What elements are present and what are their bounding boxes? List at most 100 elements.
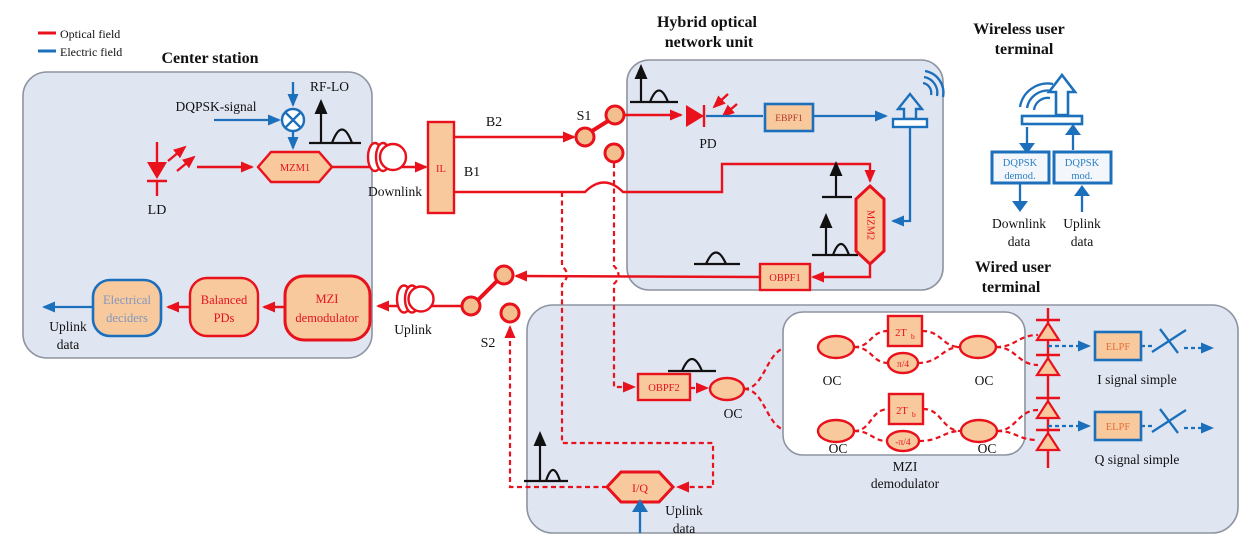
spectrum-icon-mzm2-modulated bbox=[812, 213, 858, 257]
wired-mzi-label-2: demodulator bbox=[871, 476, 940, 491]
mixer-icon bbox=[280, 107, 306, 133]
b1-label: B1 bbox=[464, 165, 480, 180]
b2-label: B2 bbox=[486, 115, 502, 130]
branch2-merge-lower bbox=[918, 429, 962, 443]
dqpsk-demod-label-1: DQPSK bbox=[1003, 158, 1038, 169]
downlink-fiber-coil-icon bbox=[366, 141, 408, 173]
dqpsk-mod-label-2: mod. bbox=[1071, 171, 1092, 182]
iq-to-s2-dashed bbox=[504, 325, 607, 489]
spectrum-icon-center bbox=[309, 99, 361, 145]
sampler-icon-q bbox=[1151, 408, 1187, 434]
s1-label: S1 bbox=[577, 109, 592, 124]
delay-label-2: 2T bbox=[896, 406, 908, 417]
delay-box-2 bbox=[887, 392, 925, 426]
elpf-box-2 bbox=[1093, 410, 1143, 442]
obpf1-to-s2-line bbox=[514, 270, 761, 282]
elpf-box-1 bbox=[1093, 330, 1143, 362]
s1-wired-contact bbox=[603, 142, 625, 164]
b1-tap-to-iq-dashed bbox=[560, 192, 715, 493]
s2-wired-contact bbox=[499, 302, 521, 324]
oc-label: OC bbox=[829, 441, 848, 456]
interleaver-box bbox=[426, 120, 456, 215]
wired-title-2: terminal bbox=[982, 279, 1041, 296]
wired-title-1: Wired user bbox=[975, 259, 1051, 276]
wired-terminal: Wired user terminal OBPF2 OC OC 2T b π/4… bbox=[524, 259, 1214, 536]
wireless-downlink-data-label-2: data bbox=[1008, 234, 1031, 249]
center-station: Center station DQPSK-signal RF-LO LD bbox=[42, 50, 372, 352]
branch1-merge-lower bbox=[917, 345, 961, 365]
wired-uplink-data-label-1: Uplink bbox=[665, 503, 703, 518]
dqpsk-demod-box bbox=[990, 150, 1051, 185]
pd3-icon bbox=[1034, 396, 1062, 420]
switch-s2: S2 bbox=[460, 264, 521, 351]
spectrum-icon-obpf2 bbox=[668, 357, 716, 373]
mzm2-to-obpf1-line bbox=[811, 264, 872, 283]
phase-plus-label: π/4 bbox=[897, 360, 909, 370]
mzi-demodulator-label-1: MZI bbox=[316, 292, 339, 306]
phase-minus-label: -π/4 bbox=[895, 438, 911, 448]
downlink-link: Downlink IL B2 B1 bbox=[332, 115, 876, 215]
legend-electric-label: Electric field bbox=[60, 45, 122, 59]
mzi-demodulator-box bbox=[283, 274, 372, 342]
balanced-pds-label-1: Balanced bbox=[201, 293, 248, 307]
spectrum-icon-obpf1 bbox=[694, 251, 740, 266]
sampler-icon-i bbox=[1151, 328, 1187, 354]
oc4 bbox=[959, 418, 999, 444]
spectrum-icon-onu-input bbox=[630, 64, 678, 104]
pd2-icon bbox=[1034, 353, 1062, 377]
oc-label: OC bbox=[724, 406, 743, 421]
electrical-deciders-label-1: Electrical bbox=[103, 293, 151, 307]
mzi-demodulator-label-2: demodulator bbox=[295, 311, 359, 325]
oc-label: OC bbox=[975, 373, 994, 388]
uplink-label: Uplink bbox=[394, 322, 432, 337]
oc1 bbox=[816, 334, 856, 360]
iq-label: I/Q bbox=[632, 481, 648, 495]
uplink-link: Uplink S2 bbox=[376, 264, 521, 351]
dqpsk-mod-box bbox=[1052, 150, 1113, 185]
dqpsk-mod-label-1: DQPSK bbox=[1065, 158, 1100, 169]
delay-sub-1: b bbox=[911, 332, 915, 341]
branch2-lower bbox=[853, 429, 888, 443]
wireless-uplink-data-label-1: Uplink bbox=[1063, 216, 1101, 231]
oc2-to-pd2 bbox=[995, 345, 1039, 367]
obpf1-label: OBPF1 bbox=[769, 273, 801, 284]
legend-optical-label: Optical field bbox=[60, 27, 120, 41]
s2-label: S2 bbox=[481, 336, 496, 351]
onu-panel bbox=[626, 59, 944, 291]
s1-arm bbox=[590, 119, 610, 133]
oc-label: OC bbox=[823, 373, 842, 388]
antenna-to-demod-arrow bbox=[1019, 127, 1035, 154]
laser-diode-icon bbox=[147, 142, 196, 196]
ebpf1-label: EBPF1 bbox=[775, 114, 803, 124]
mzm1-label: MZM1 bbox=[280, 163, 310, 174]
spectrum-icon-iq bbox=[524, 431, 568, 483]
ebpf1-box bbox=[763, 102, 815, 133]
onu-title-1: Hybrid optical bbox=[657, 14, 758, 31]
s2-pole-contact bbox=[460, 295, 482, 317]
balanced-pds-label-2: PDs bbox=[214, 311, 235, 325]
elpf-label: ELPF bbox=[1106, 422, 1131, 433]
pd1-icon bbox=[1034, 318, 1062, 342]
wireless-uplink-data-label-2: data bbox=[1071, 234, 1094, 249]
q-signal-label: Q signal simple bbox=[1095, 452, 1180, 467]
wireless-terminal: Wireless user terminal DQPSK demod. DQPS… bbox=[973, 21, 1113, 249]
oc4-to-pd4 bbox=[996, 429, 1039, 442]
balanced-pds-box bbox=[188, 276, 260, 338]
spectrum-icon-mzm2-carrier bbox=[822, 161, 852, 199]
antenna-to-mzm2-line bbox=[891, 127, 912, 227]
elpf-label: ELPF bbox=[1106, 342, 1131, 353]
ld-label: LD bbox=[148, 203, 167, 218]
mod-to-antenna-arrow bbox=[1065, 124, 1081, 150]
s1-wireless-contact bbox=[604, 104, 626, 126]
rf-lo-label: RF-LO bbox=[310, 79, 349, 94]
center-station-title: Center station bbox=[161, 50, 258, 67]
demod-to-downlink-arrow bbox=[1012, 184, 1028, 212]
oc2 bbox=[958, 334, 998, 360]
onu: Hybrid optical network unit PD EBPF1 bbox=[514, 14, 945, 292]
branch1-lower bbox=[853, 345, 889, 365]
obpf2-label: OBPF2 bbox=[648, 383, 680, 394]
wireless-antenna-icon bbox=[1018, 72, 1084, 126]
uplink-fiber-coil-icon bbox=[395, 284, 435, 314]
electrical-deciders-label-2: deciders bbox=[106, 311, 148, 325]
